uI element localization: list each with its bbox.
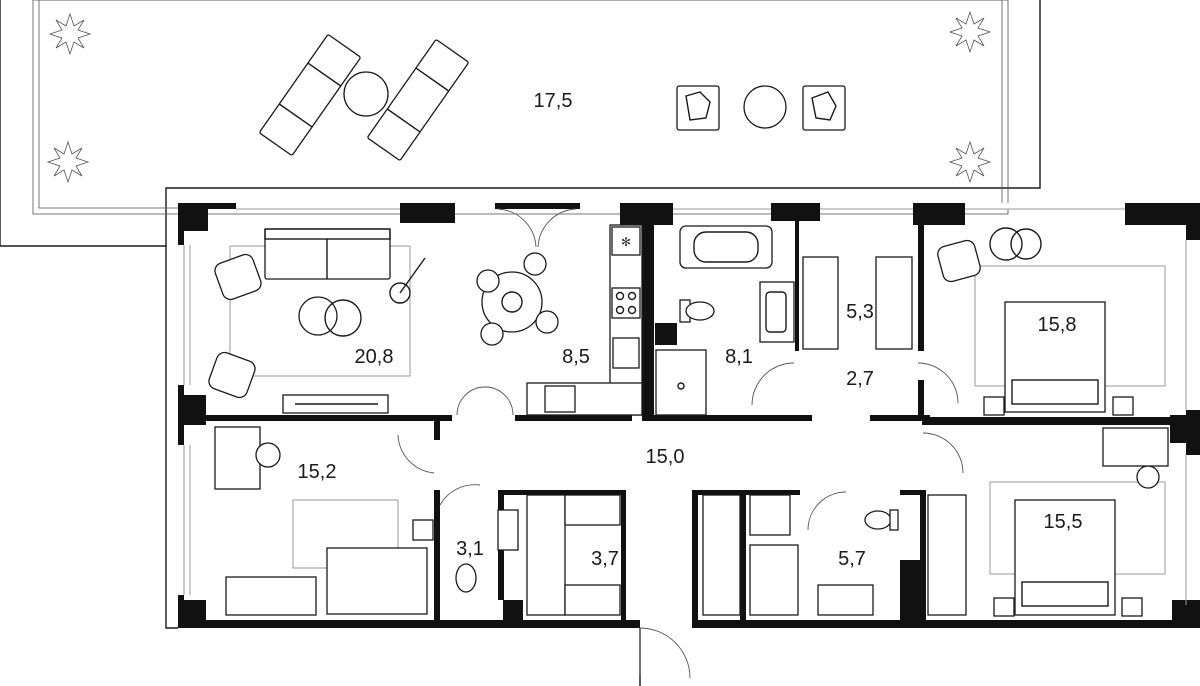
terrace: 17,5 [0, 0, 1041, 247]
bedroom-left: 15,2 [214, 426, 435, 616]
nightstand-icon [1121, 597, 1143, 617]
fridge-icon: ✻ [611, 226, 641, 256]
corridor: 15,0 [639, 432, 964, 679]
plant-icon [48, 12, 92, 56]
wardrobe-center: 5,3 [802, 256, 913, 350]
kitchen-counter-icon [526, 382, 643, 416]
wardrobe-icon [875, 256, 913, 350]
bedroom-top-right: 15,8 [937, 227, 1166, 416]
chair-icon [676, 85, 720, 131]
living-room: 20,8 [208, 228, 426, 414]
interior-walls [206, 209, 1172, 620]
coffee-table-icon [298, 296, 338, 336]
side-table-icon [343, 71, 389, 117]
bathroom-right: 5,7 [702, 491, 899, 616]
room-area-wardrobe-left: 3,7 [591, 548, 619, 570]
sun-lounger-icon [367, 39, 469, 161]
room-area-wardrobe-center: 5,3 [846, 301, 874, 323]
toilet-icon [455, 563, 477, 593]
coffee-table-icon [324, 299, 362, 337]
sun-lounger-icon [259, 34, 361, 156]
room-area-wc-left: 3,1 [456, 538, 484, 560]
bed-icon [326, 547, 428, 615]
toilet-icon [679, 299, 715, 323]
nightstand-icon [1112, 396, 1134, 416]
plant-icon [948, 140, 992, 184]
plant-icon [46, 140, 90, 184]
stove-icon [611, 287, 641, 319]
dining-table-icon [476, 252, 559, 346]
washbasin-icon [759, 281, 795, 343]
chair-icon [1136, 465, 1160, 489]
bathtub-icon [679, 225, 773, 269]
room-area-bedroom-left: 15,2 [298, 461, 337, 483]
shower-icon [749, 544, 799, 616]
washbasin-icon [497, 509, 519, 551]
bedroom-bottom-right: 15,5 [927, 427, 1169, 617]
wardrobe-icon [526, 494, 566, 616]
nightstand-icon [412, 519, 434, 541]
desk-icon [1102, 427, 1169, 467]
washing-machine-icon [749, 494, 791, 536]
room-area-hall-small: 2,7 [846, 368, 874, 390]
sofa-icon [264, 228, 391, 280]
shelf-icon [564, 494, 621, 526]
wardrobe-icon [802, 256, 839, 350]
table-icon [743, 85, 787, 129]
svg-text:✻: ✻ [621, 235, 631, 249]
room-area-bathroom-main: 8,1 [725, 346, 753, 368]
armchair-icon [937, 239, 981, 283]
room-area-bedroom-top-right: 15,8 [1038, 314, 1077, 336]
wardrobe-left: 3,7 [526, 494, 621, 616]
table-icon [989, 227, 1023, 261]
bed-icon [1014, 499, 1116, 616]
hall-small: 2,7 [846, 362, 959, 404]
bathroom-main: 8,1 [655, 225, 795, 416]
armchair-icon [208, 351, 256, 399]
desk-icon [214, 426, 261, 490]
chair-icon [802, 85, 846, 131]
washbasin-icon [817, 584, 874, 616]
shelf-icon [564, 584, 621, 616]
chair-icon [255, 442, 281, 468]
floor-lamp-icon [389, 257, 426, 304]
wardrobe-icon [225, 576, 317, 616]
wardrobe-icon [702, 494, 741, 616]
nightstand-icon [983, 396, 1005, 416]
room-area-terrace: 17,5 [534, 90, 573, 112]
bed-icon [1004, 301, 1106, 413]
sink-icon [612, 337, 640, 369]
room-area-corridor: 15,0 [646, 446, 685, 468]
exterior-walls [165, 203, 1200, 686]
room-area-kitchen-dining: 8,5 [562, 346, 590, 368]
room-area-bathroom-right: 5,7 [838, 548, 866, 570]
dishwasher-icon [544, 385, 576, 413]
wc-left: 3,1 [439, 484, 519, 593]
nightstand-icon [993, 597, 1015, 617]
toilet-icon [864, 509, 899, 531]
room-area-living-room: 20,8 [355, 346, 394, 368]
plant-icon [948, 10, 992, 54]
kitchen-dining: ✻ 8,5 [456, 208, 643, 416]
armchair-icon [214, 253, 262, 301]
room-area-bedroom-bottom-right: 15,5 [1044, 511, 1083, 533]
wardrobe-icon [927, 494, 967, 616]
